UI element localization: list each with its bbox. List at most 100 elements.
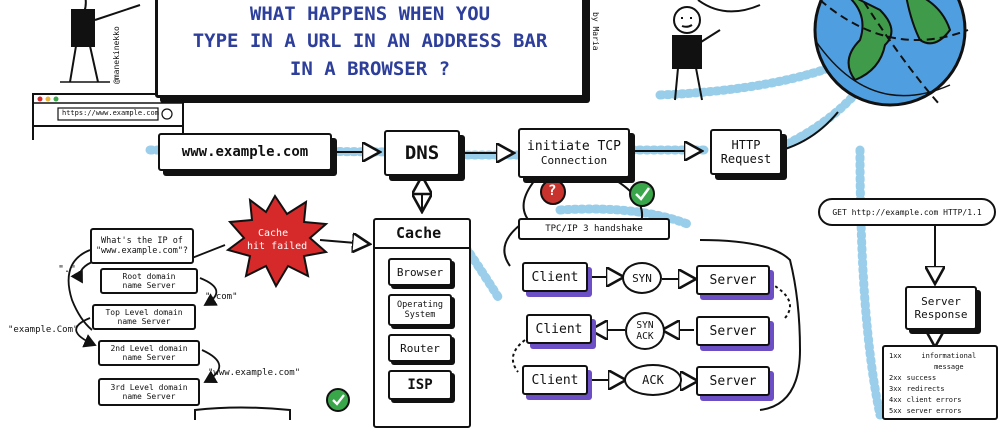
- example-label: "example.Com": [8, 325, 79, 335]
- title-line-2: TYPE IN A URL IN AN ADDRESS BAR: [192, 30, 548, 52]
- ip-question-line-2: "www.example.com"?: [95, 246, 189, 256]
- handshake-label: TPC/IP 3 handshake: [545, 224, 643, 234]
- www-label: "www.example.com": [208, 368, 301, 378]
- status-meaning-5: server errors: [906, 407, 962, 415]
- handshake-client-3: Client: [522, 365, 588, 395]
- lookup-connectors: [67, 244, 226, 383]
- url-box: www.example.com: [158, 133, 332, 171]
- title-line-1: WHAT HAPPENS WHEN YOU: [249, 3, 491, 25]
- dns-box-label: DNS: [404, 142, 440, 164]
- handshake-server-1-label: Server: [709, 272, 757, 288]
- handle-credit: @manekinekko: [112, 26, 121, 84]
- com-label: ".com": [205, 292, 238, 302]
- handshake-client-1: Client: [522, 262, 588, 292]
- third-level-server-line-1: 3rd Level domain: [110, 383, 188, 392]
- server-response-line-1: Server: [921, 295, 961, 308]
- title-line-3: IN A BROWSER ?: [289, 58, 451, 80]
- status-meaning-2: success: [906, 374, 937, 382]
- tld-server-line-1: Top Level domain: [105, 308, 183, 317]
- server-response-line-2: Response: [914, 308, 968, 321]
- status-meaning-3: redirects: [906, 385, 945, 393]
- handshake-label-box: TPC/IP 3 handshake: [518, 218, 670, 240]
- status-row-3: 3xx redirects: [889, 384, 945, 395]
- person-figure-middle: [672, 0, 761, 101]
- tld-server-box: Top Level domain name Server: [92, 304, 196, 330]
- person-figure-left: [60, 0, 141, 83]
- status-code-1: 1xx: [889, 352, 902, 360]
- artist-credit: by Maria: [591, 12, 600, 51]
- question-badge-icon: [540, 179, 566, 205]
- handshake-signal-1-label: SYN: [632, 271, 652, 285]
- partial-box-outline: [194, 406, 291, 420]
- root-server-line-1: Root domain: [122, 272, 176, 281]
- status-code-3: 3xx: [889, 385, 902, 393]
- http-request-line-2: Request: [720, 152, 772, 166]
- get-request-line: GET http://example.com HTTP/1.1: [832, 207, 982, 217]
- dns-box: DNS: [384, 130, 460, 176]
- handshake-arrows: [503, 224, 802, 411]
- status-code-4: 4xx: [889, 396, 902, 404]
- cache-item-os-label: Operating System: [396, 300, 444, 320]
- cache-burst-line-2: hit failed: [247, 241, 308, 252]
- root-server-line-2: name Server: [122, 281, 176, 290]
- tcp-box: initiate TCP Connection: [518, 128, 630, 178]
- status-code-2: 2xx: [889, 374, 902, 382]
- cache-item-browser: Browser: [388, 258, 452, 286]
- second-level-server-box: 2nd Level domain name Server: [98, 340, 200, 366]
- handshake-server-3: Server: [696, 366, 770, 396]
- third-level-server-line-2: name Server: [122, 392, 176, 401]
- cache-stack-header: Cache: [396, 224, 442, 242]
- ip-question-line-1: What's the IP of: [101, 236, 183, 246]
- second-level-server-line-2: name Server: [122, 353, 176, 362]
- cache-item-router-label: Router: [400, 341, 440, 355]
- globe-icon: [813, 0, 969, 107]
- title-box: WHAT HAPPENS WHEN YOU TYPE IN A URL IN A…: [155, 0, 585, 98]
- browser-window-icon: [32, 93, 184, 140]
- handshake-server-3-label: Server: [709, 373, 757, 389]
- root-server-box: Root domain name Server: [100, 268, 198, 294]
- tcp-box-line-2: Connection: [540, 154, 608, 167]
- status-meaning-1: informational message: [921, 352, 977, 371]
- status-row-1: 1xx informational message: [889, 351, 991, 373]
- browser-url-text: https://www.example.com: [62, 109, 159, 117]
- status-row-2: 2xx success: [889, 373, 936, 384]
- cache-burst-line-1: Cache: [258, 228, 289, 239]
- url-box-label: www.example.com: [181, 144, 309, 160]
- ip-question-box: What's the IP of "www.example.com"?: [90, 228, 194, 264]
- handshake-signal-3-label: ACK: [642, 373, 664, 387]
- get-request-box: GET http://example.com HTTP/1.1: [818, 198, 996, 226]
- handshake-client-3-label: Client: [531, 372, 579, 388]
- http-request-box: HTTP Request: [710, 129, 782, 175]
- question-badge-label: ?: [548, 183, 557, 199]
- handshake-signal-1: SYN: [622, 262, 662, 294]
- cache-header-divider: [373, 247, 471, 249]
- handshake-server-2: Server: [696, 316, 770, 346]
- status-row-4: 4xx client errors: [889, 395, 961, 406]
- handshake-signal-2-label: SYN ACK: [636, 320, 654, 342]
- status-codes-box: 1xx informational message 2xx success 3x…: [882, 345, 998, 420]
- dot-label: ".": [58, 264, 77, 275]
- handshake-server-2-label: Server: [709, 323, 757, 339]
- second-level-server-line-1: 2nd Level domain: [110, 344, 188, 353]
- handshake-client-1-label: Client: [531, 269, 579, 285]
- cache-item-router: Router: [388, 334, 452, 362]
- tcp-box-line-1: initiate TCP: [527, 139, 621, 154]
- handshake-client-2: Client: [526, 314, 592, 344]
- cache-item-isp-label: ISP: [407, 377, 433, 393]
- status-meaning-4: client errors: [906, 396, 962, 404]
- status-code-5: 5xx: [889, 407, 902, 415]
- check-badge-icon-lower: [326, 388, 350, 412]
- cache-burst-icon: [225, 194, 329, 289]
- handshake-signal-2: SYN ACK: [625, 312, 665, 350]
- cache-item-browser-label: Browser: [396, 265, 444, 279]
- http-request-line-1: HTTP: [731, 138, 761, 152]
- cache-item-isp: ISP: [388, 370, 452, 400]
- status-row-5: 5xx server errors: [889, 406, 961, 417]
- server-response-box: Server Response: [905, 286, 977, 330]
- cache-item-os: Operating System: [388, 294, 452, 326]
- handshake-signal-3: ACK: [624, 364, 682, 396]
- handshake-client-2-label: Client: [535, 321, 583, 337]
- handshake-server-1: Server: [696, 265, 770, 295]
- check-badge-icon: [629, 181, 655, 207]
